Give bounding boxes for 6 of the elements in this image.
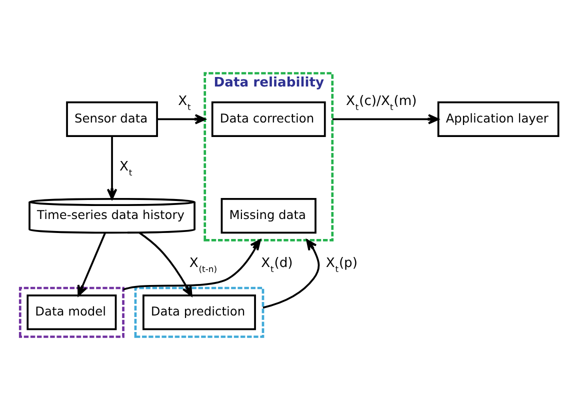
edge-label: X$_{(t-n)}$ <box>189 256 218 274</box>
edge-label: X$_{t}$(d) <box>261 256 293 274</box>
edge-label: X$_{t}$(p) <box>326 256 358 274</box>
edge-label: X$_{t}$ <box>120 159 132 178</box>
edge-label: X$_{t}$(c)/X$_{t}$(m) <box>346 94 417 112</box>
edge-label: X$_{t}$ <box>178 94 191 112</box>
